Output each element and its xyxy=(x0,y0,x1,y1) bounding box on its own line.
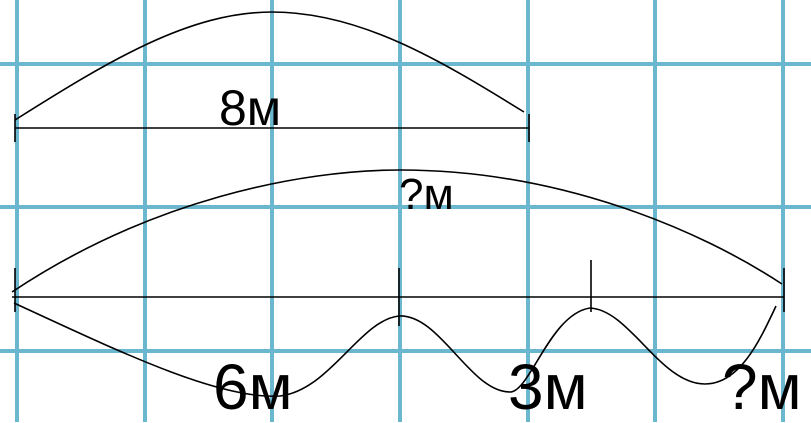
part1-brace xyxy=(13,302,400,397)
part3-brace xyxy=(589,305,777,385)
part3-length-label: ?м xyxy=(722,351,802,423)
part1-length-label: 6м xyxy=(213,351,293,423)
total-length-label: ?м xyxy=(399,170,454,219)
part2-length-label: 3м xyxy=(508,351,588,423)
top-segment xyxy=(14,11,530,142)
top-segment-brace xyxy=(14,11,525,121)
top-length-label: 8м xyxy=(219,80,282,136)
total-length-brace xyxy=(11,169,783,293)
part2-brace xyxy=(398,307,591,393)
bottom-segment xyxy=(11,169,785,397)
